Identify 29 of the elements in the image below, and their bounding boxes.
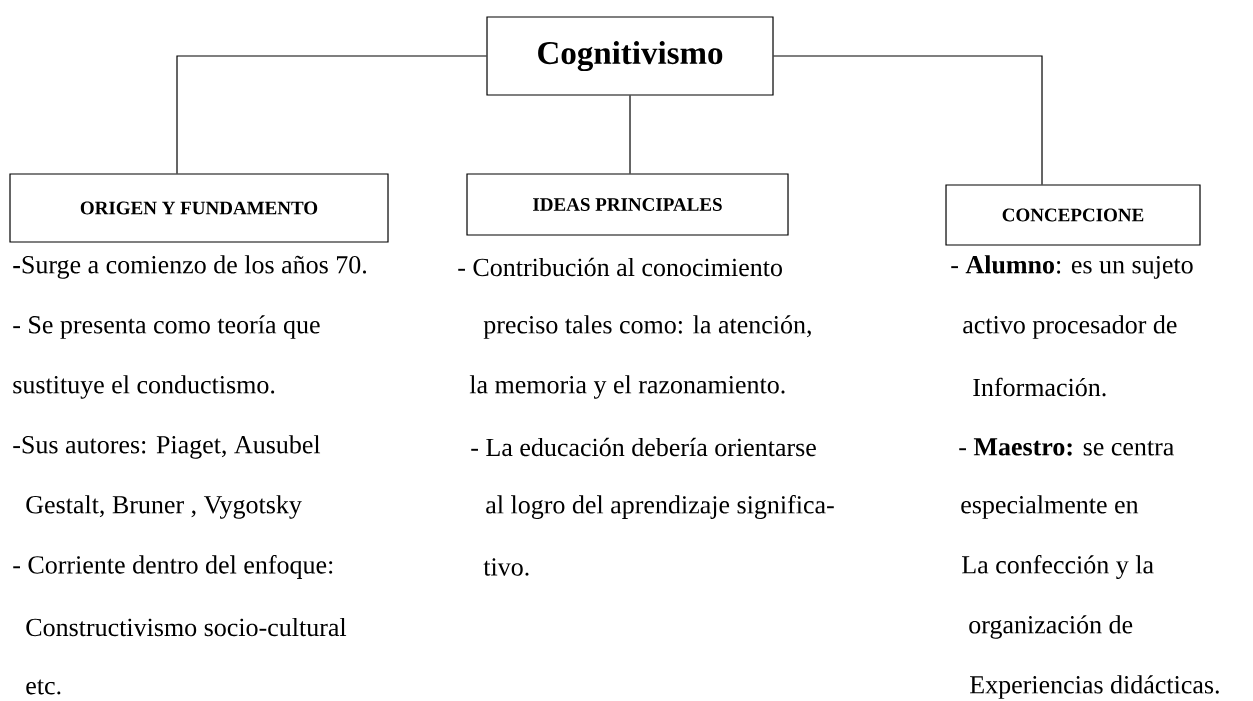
body-text: Gestalt, Bruner , Vygotsky	[26, 495, 302, 519]
body-text: Constructivismo socio-cultural	[26, 617, 347, 637]
heading-box: IDEAS PRINCIPALES	[466, 173, 789, 236]
body-text: - Se presenta como teoría que	[13, 315, 320, 339]
body-text: organización de	[969, 615, 1133, 639]
body-text: especialmente en	[961, 495, 1139, 519]
body-text: - Contribución al conocimiento	[458, 257, 782, 277]
body-text: - Maestro: se centra	[959, 438, 1174, 456]
heading-box: ORIGEN Y FUNDAMENTO	[9, 173, 389, 243]
connector-line	[176, 55, 487, 174]
body-text: - Corriente dentro del enfoque:	[13, 555, 333, 579]
body-text: -Sus autores: Piaget, Ausubel	[13, 435, 321, 459]
body-text: -Surge a comienzo de los años 70.	[13, 255, 367, 279]
body-text: preciso tales como: la atención,	[483, 315, 811, 339]
body-text: - Alumno: es un sujeto	[951, 255, 1193, 279]
body-text: Experiencias didácticas.	[970, 675, 1219, 699]
body-text: sustituye el conductismo.	[13, 375, 275, 399]
body-text: al logro del aprendizaje significa-	[486, 495, 834, 519]
heading-box: CONCEPCIONE	[945, 184, 1201, 246]
body-text: La confección y la	[962, 555, 1154, 579]
body-text: la memoria y el razonamiento.	[469, 375, 785, 399]
connector-line	[629, 95, 631, 174]
body-text: activo procesador de	[963, 315, 1177, 339]
body-text: etc.	[26, 679, 61, 695]
connector-line	[773, 55, 1043, 185]
title-box: Cognitivismo	[486, 16, 774, 96]
body-text: tivo.	[483, 558, 529, 576]
body-text: - La educación debería orientarse	[471, 437, 816, 457]
body-text: Información.	[973, 377, 1106, 397]
